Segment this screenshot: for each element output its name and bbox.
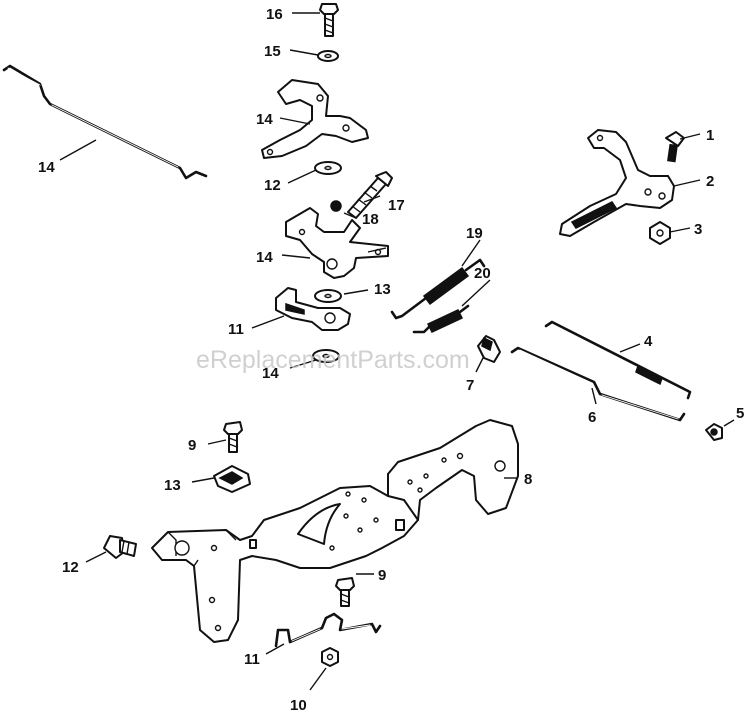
speed-control-lever[interactable]: [559, 129, 675, 237]
leader-lines: [59, 12, 735, 691]
washer-middle[interactable]: [314, 289, 342, 303]
callout-19: 15: [264, 43, 281, 60]
screw-right[interactable]: [665, 131, 685, 163]
callout-16: 14: [256, 249, 273, 266]
bracket-clip[interactable]: [213, 465, 251, 493]
control-bracket[interactable]: [261, 79, 369, 159]
callout-7: 7: [466, 377, 474, 394]
callout-12-visible: 12: [62, 559, 79, 576]
nut-right[interactable]: [649, 221, 671, 245]
main-control-bracket[interactable]: [151, 419, 519, 643]
callout-14-upper: 12: [264, 177, 281, 194]
callout-11: 11: [244, 651, 260, 668]
small-spring[interactable]: [330, 200, 342, 212]
washer-top[interactable]: [317, 50, 339, 62]
callout-23: 19: [466, 225, 483, 242]
callout-18: 14: [256, 111, 273, 128]
cable-clamp[interactable]: [477, 335, 501, 363]
callout-22: 18: [362, 211, 379, 228]
callout-13-visible: 13: [164, 477, 181, 494]
callout-20: 16: [266, 6, 283, 23]
nut-bottom[interactable]: [321, 647, 339, 667]
throttle-link-rod[interactable]: [510, 346, 686, 422]
washer-upper[interactable]: [314, 161, 342, 175]
watermark-text: eReplacementParts.com: [196, 346, 470, 374]
bolt-left[interactable]: [103, 535, 137, 559]
callout-15: 11: [228, 321, 244, 338]
callout-3: 3: [694, 221, 702, 238]
adjusting-screw[interactable]: [347, 171, 393, 219]
rod-clip[interactable]: [705, 423, 723, 441]
callout-8: 8: [524, 471, 532, 488]
choke-rod[interactable]: [544, 320, 692, 400]
governor-spring-small[interactable]: [412, 304, 470, 334]
bolt-top[interactable]: [319, 3, 339, 37]
callout-4: 4: [644, 333, 653, 350]
callout-17: 14: [38, 159, 55, 176]
throttle-rod[interactable]: [2, 64, 208, 180]
callout-9-upper: 9: [188, 437, 196, 454]
callout-10: 10: [290, 697, 307, 714]
callout-1: 1: [706, 127, 714, 144]
callout-5: 5: [736, 405, 744, 422]
governor-spring[interactable]: [390, 258, 486, 320]
bolt-bracket-upper[interactable]: [223, 421, 243, 453]
torsion-spring[interactable]: [274, 612, 382, 648]
callout-labels: 16 15 14 14 12 17 18 14 13 11 14 14 19 2…: [38, 6, 744, 714]
throttle-lever[interactable]: [275, 287, 351, 331]
callout-24: 20: [474, 265, 491, 282]
callout-9-lower: 9: [378, 567, 386, 584]
callout-14-lower-visible: 14: [262, 365, 279, 382]
bolt-bracket-lower[interactable]: [335, 577, 355, 607]
callout-14-middle: 13: [374, 281, 391, 298]
washer-lower[interactable]: [312, 349, 340, 363]
callout-21: 17: [388, 197, 405, 214]
callout-2: 2: [706, 173, 714, 190]
callout-6: 6: [588, 409, 596, 426]
